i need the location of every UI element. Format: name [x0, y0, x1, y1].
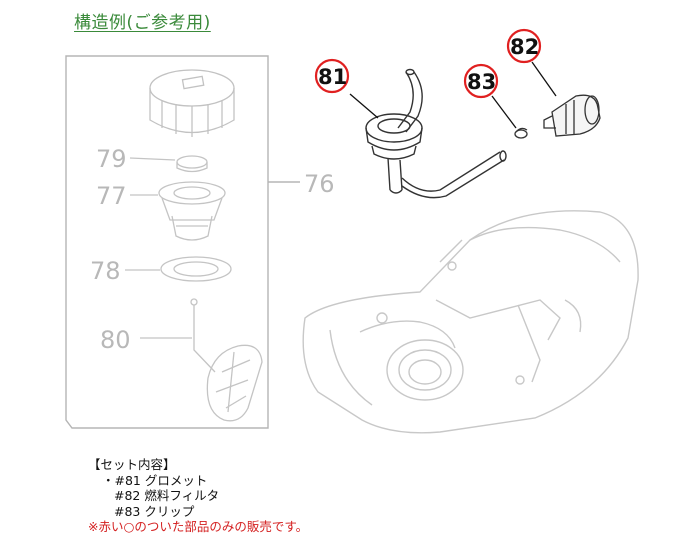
- part-77-drawing: [158, 181, 226, 241]
- clip-83-drawing: [514, 127, 528, 139]
- label-76: 76: [304, 170, 335, 198]
- fuel-tank-drawing: [302, 210, 639, 434]
- part-79-drawing: [176, 155, 208, 173]
- leader-82: [531, 61, 557, 97]
- label-82: 82: [510, 35, 539, 59]
- callout-circle-81: [314, 58, 350, 94]
- assembly-frame: [65, 55, 269, 429]
- fuel-filter-82-drawing: [543, 94, 601, 137]
- label-77: 77: [96, 182, 127, 210]
- label-80: 80: [100, 326, 131, 354]
- label-83: 83: [467, 70, 496, 94]
- callout-circle-82: [506, 28, 542, 64]
- label-81: 81: [318, 65, 347, 89]
- part-78-drawing: [160, 256, 232, 282]
- label-79: 79: [96, 145, 127, 173]
- page-title: 構造例(ご参考用): [74, 13, 211, 33]
- set-item-82: #82 燃料フィルタ: [114, 488, 220, 503]
- set-note: ※赤い○のついた部品のみの販売です。: [88, 519, 309, 534]
- grommet-81-drawing: [365, 68, 507, 199]
- set-item-81: ・#81 グロメット: [102, 472, 208, 488]
- set-contents: 【セット内容】 ・#81 グロメット #82 燃料フィルタ #83 クリップ ※…: [88, 457, 308, 535]
- set-item-83: #83 クリップ: [114, 503, 195, 519]
- part-80-drawing: [190, 298, 263, 422]
- label-78: 78: [90, 257, 121, 285]
- leader-81: [349, 93, 379, 119]
- leader-83: [491, 95, 517, 129]
- callout-circle-83: [463, 63, 499, 99]
- leader-79: [129, 157, 176, 161]
- fuel-cap-drawing: [149, 69, 235, 137]
- set-heading: 【セット内容】: [88, 457, 176, 472]
